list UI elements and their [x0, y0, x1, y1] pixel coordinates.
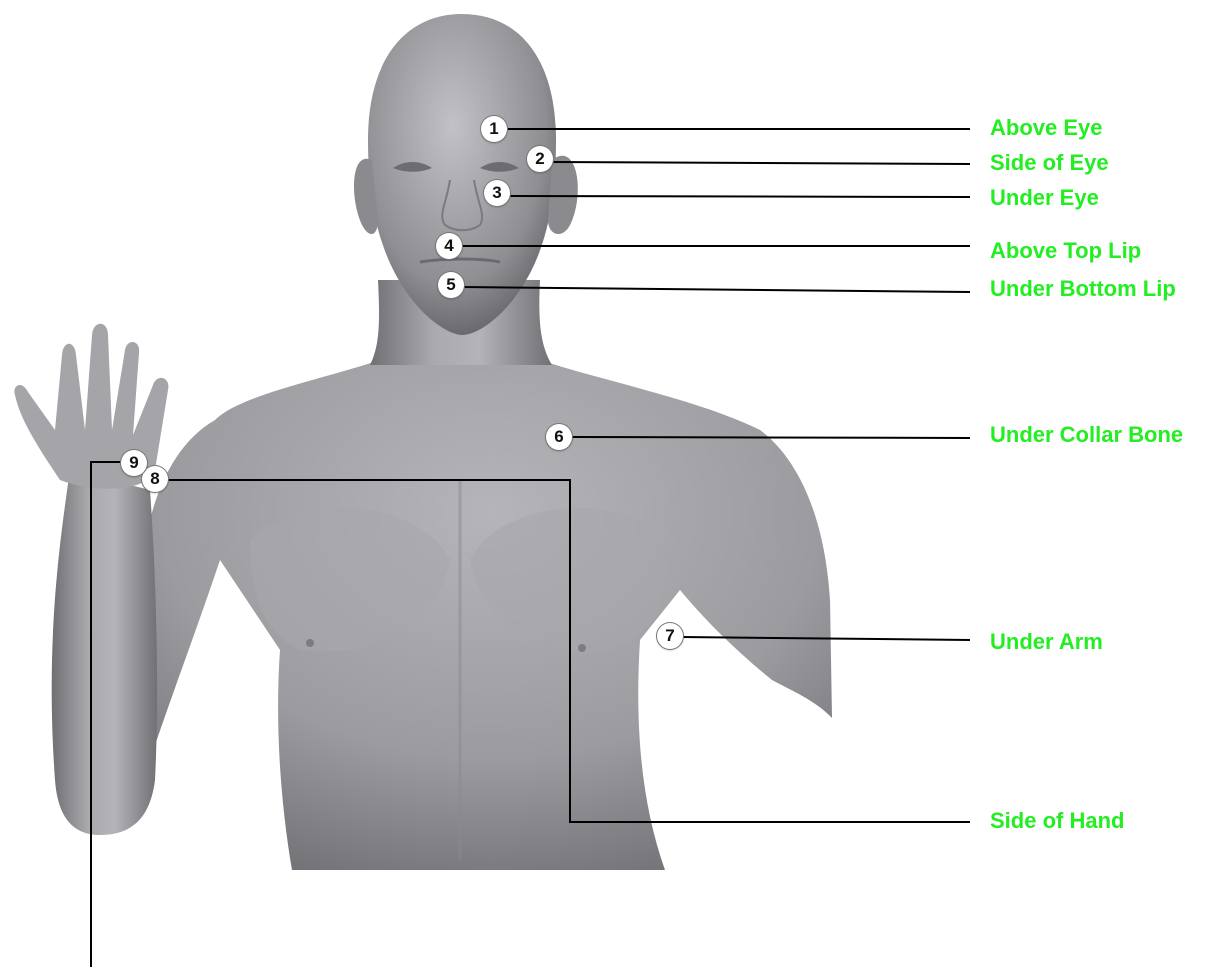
- marker-7: 7: [657, 623, 683, 649]
- marker-3: 3: [484, 180, 510, 206]
- marker-5: 5: [438, 272, 464, 298]
- marker-8: 8: [142, 466, 168, 492]
- label-above-eye: Above Eye: [990, 117, 1103, 139]
- leader-line-2: [552, 162, 970, 164]
- label-under-eye: Under Eye: [990, 187, 1099, 209]
- leader-line-9: [91, 462, 121, 967]
- label-side-of-hand: Side of Hand: [990, 810, 1124, 832]
- label-under-bottom-lip: Under Bottom Lip: [990, 278, 1176, 300]
- leader-line-6: [572, 437, 970, 438]
- marker-6: 6: [546, 424, 572, 450]
- leader-line-7: [682, 637, 970, 640]
- leader-line-3: [510, 196, 970, 197]
- marker-2: 2: [527, 146, 553, 172]
- marker-9: 9: [121, 450, 147, 476]
- label-under-collar-bone: Under Collar Bone: [990, 424, 1183, 446]
- label-under-arm: Under Arm: [990, 631, 1103, 653]
- label-side-of-eye: Side of Eye: [990, 152, 1109, 174]
- leader-line-8: [166, 480, 970, 822]
- label-above-top-lip: Above Top Lip: [990, 240, 1141, 262]
- leader-line-5: [462, 287, 970, 292]
- marker-1: 1: [481, 116, 507, 142]
- marker-4: 4: [436, 233, 462, 259]
